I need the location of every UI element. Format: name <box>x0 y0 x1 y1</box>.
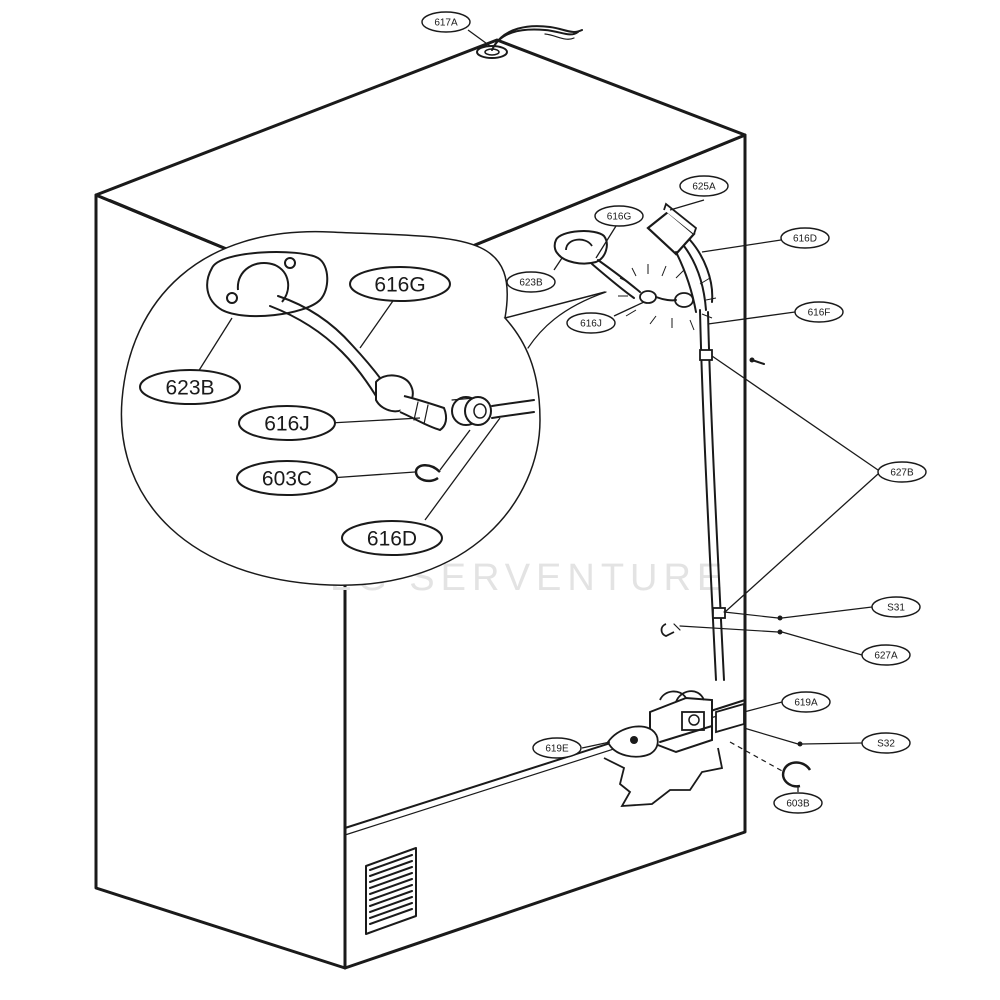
callout-619e: 619E <box>532 737 582 759</box>
callout-616j-large-text: 616J <box>264 413 310 436</box>
callout-625a-text: 625A <box>692 182 716 193</box>
bracket-623b <box>553 230 608 265</box>
callout-603c-large-text: 603C <box>262 468 312 491</box>
screw-s32 <box>797 741 803 747</box>
magnified-detail <box>120 230 607 586</box>
callout-603b-text: 603B <box>786 799 810 810</box>
callout-616g-large: 616G <box>349 266 451 302</box>
callout-625a: 625A <box>679 175 729 197</box>
callout-616g: 616G <box>594 205 644 227</box>
callout-s31-text: S31 <box>887 603 905 614</box>
clip-603b <box>781 761 812 788</box>
fitting-616j <box>639 290 657 304</box>
elbow-616j-detail <box>375 374 492 432</box>
highlight-burst <box>618 264 717 331</box>
callout-616d-large: 616D <box>341 520 443 556</box>
callout-s32: S32 <box>861 732 911 754</box>
callout-619a: 619A <box>781 691 831 713</box>
callout-619e-text: 619E <box>545 744 569 755</box>
callout-603b: 603B <box>773 792 823 814</box>
callout-616d: 616D <box>780 227 830 249</box>
screw-s31 <box>777 615 783 621</box>
callout-616d-large-text: 616D <box>367 528 417 551</box>
callout-623b-large-text: 623B <box>165 377 214 400</box>
callout-623b-text: 623B <box>519 278 543 289</box>
callout-616g-large-text: 616G <box>374 274 425 297</box>
callout-623b: 623B <box>506 271 556 293</box>
callout-s32-text: S32 <box>877 739 895 750</box>
clip-603c-detail <box>414 464 441 483</box>
callout-616f-text: 616F <box>808 308 831 319</box>
callout-627a: 627A <box>861 644 911 666</box>
callout-603c-large: 603C <box>236 460 338 496</box>
vent-grille <box>365 847 417 935</box>
callout-619a-text: 619A <box>794 698 818 709</box>
top-water-line-entry <box>476 25 583 59</box>
clip-627a <box>660 623 675 637</box>
callout-627b: 627B <box>877 461 927 483</box>
detail-magnifier-outline <box>120 230 606 586</box>
callout-616d-text: 616D <box>793 234 817 245</box>
callout-616j-large: 616J <box>238 405 336 441</box>
bracket-623b-detail <box>206 251 329 318</box>
callout-617a: 617A <box>421 11 471 33</box>
callout-616j: 616J <box>566 312 616 334</box>
upper-harness <box>553 202 765 681</box>
callout-616g-text: 616G <box>607 212 632 223</box>
line-616d-detail <box>491 399 535 407</box>
callout-616f: 616F <box>794 301 844 323</box>
connector-625a <box>646 202 698 256</box>
tube-616g-detail <box>269 295 387 397</box>
clamp-627b-upper <box>699 349 713 361</box>
callout-617a-text: 617A <box>434 18 458 29</box>
callout-627b-text: 627B <box>890 468 914 479</box>
callout-616j-text: 616J <box>580 319 602 330</box>
valve-bracket-619a <box>715 702 745 734</box>
callout-627a-text: 627A <box>874 651 898 662</box>
callout-623b-large: 623B <box>139 369 241 405</box>
water-valve-assembly <box>603 611 812 808</box>
leader-lines <box>467 29 879 792</box>
clamp-627b-lower <box>712 607 726 619</box>
callout-s31: S31 <box>871 596 921 618</box>
